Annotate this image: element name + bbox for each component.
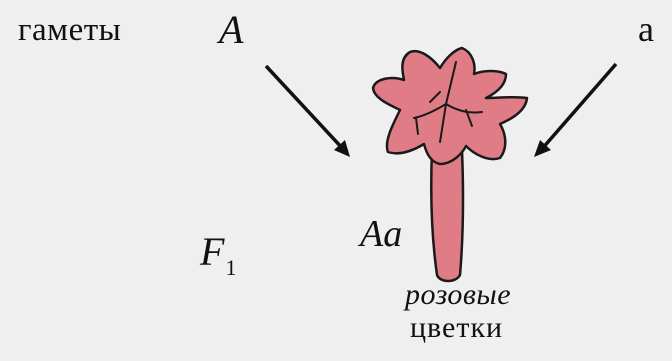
flower-veins [413, 61, 483, 143]
generation-label: F1 [200, 229, 236, 279]
generation-letter: F [200, 229, 225, 274]
arrow-icon [534, 62, 618, 157]
gamete-dominant-allele: A [219, 7, 244, 52]
generation-index: 1 [225, 255, 237, 280]
phenotype-caption-line2: цветки [410, 311, 504, 344]
flower-stem [429, 148, 465, 283]
flower-icon [371, 46, 529, 283]
gamete-recessive-allele: a [638, 9, 654, 49]
arrow-icon [264, 64, 350, 157]
phenotype-caption-line1: розовые [405, 278, 512, 311]
gametes-label: гаметы [18, 12, 122, 48]
offspring-genotype: Aa [360, 213, 403, 255]
